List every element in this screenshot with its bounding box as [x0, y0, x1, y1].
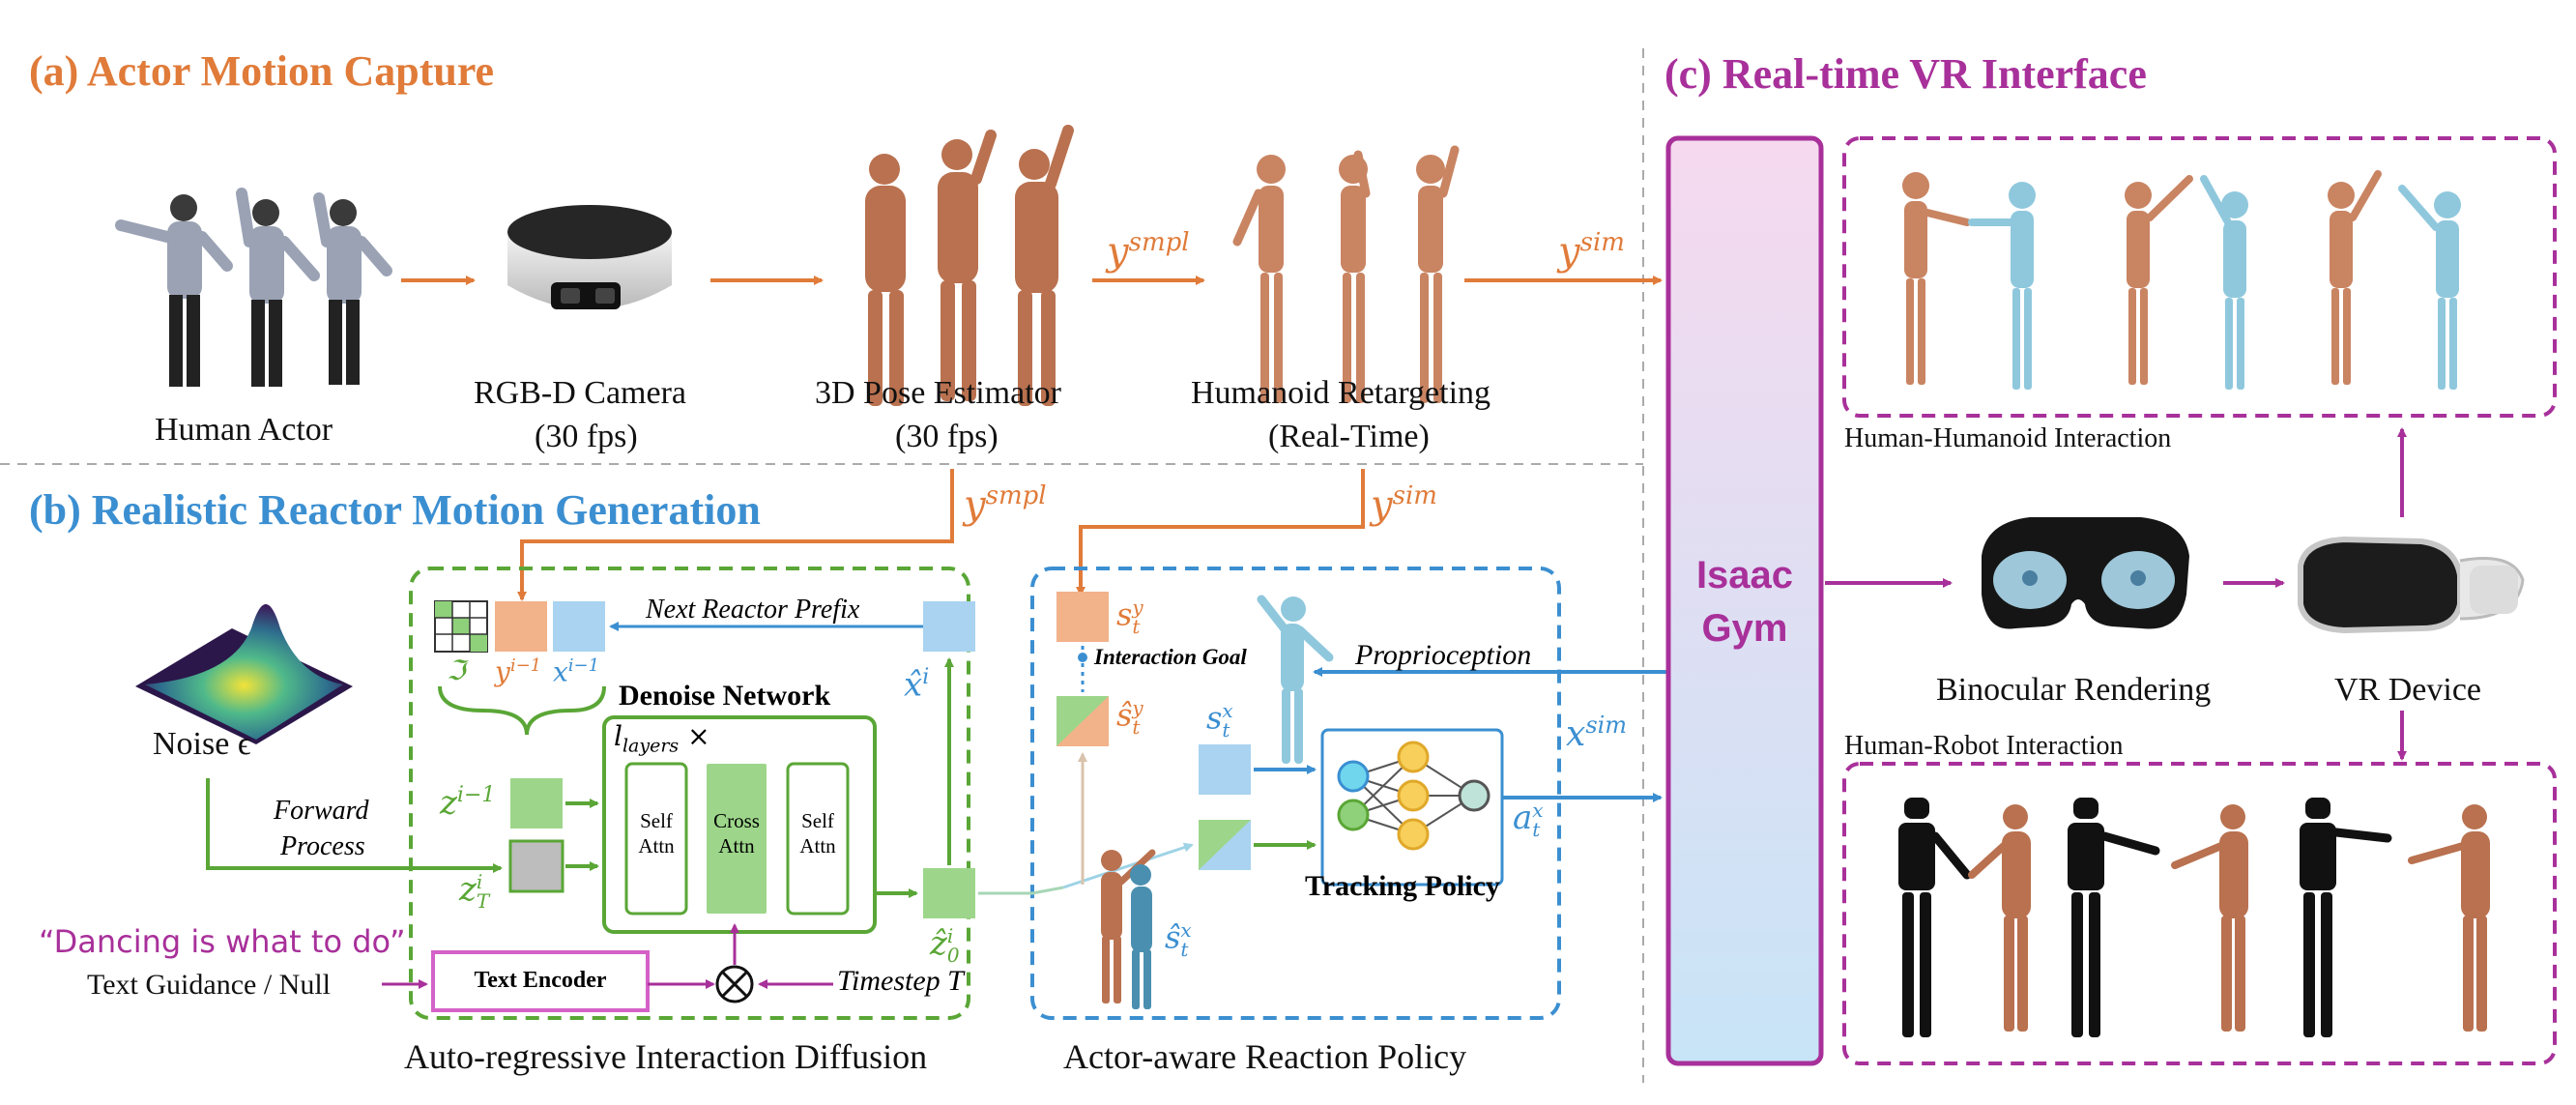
self-attn-label-1: Self Attn: [638, 809, 675, 858]
binocular-rendering-label: Binocular Rendering: [1936, 672, 2212, 708]
pose-estimator-bodies: [865, 125, 1074, 406]
section-b-title: (b) Realistic Reactor Motion Generation: [29, 486, 761, 534]
vr-headset: [2298, 536, 2525, 634]
text-guidance-label: Text Guidance / Null: [87, 969, 331, 1001]
hh-interaction-figures: [1902, 170, 2461, 390]
s-y-token: [1056, 592, 1109, 642]
noise-label: Noise ϵ: [153, 726, 251, 762]
hr-interaction-box: [1842, 762, 2557, 1065]
isaac-gym-label-1: Isaac: [1695, 554, 1794, 596]
x-sim-symbol: xsim: [1566, 712, 1628, 754]
rgbd-camera-label: RGB-D Camera: [474, 375, 687, 411]
isaac-gym-label-2: Gym: [1701, 607, 1788, 650]
rgbd-fps-label: (30 fps): [535, 419, 638, 454]
forward-label-1: Forward: [274, 796, 369, 826]
x-hat-token: [923, 601, 975, 652]
pose-fps-label: (30 fps): [895, 419, 999, 454]
y-smpl-symbol-feed: ysmpl: [964, 481, 1047, 528]
retargeting-label: Humanoid Retargeting: [1191, 375, 1491, 411]
y-smpl-symbol-top: ysmpl: [1107, 228, 1190, 275]
isaac-gym-panel: [1665, 135, 1824, 1066]
human-actor-figures: [115, 188, 392, 387]
token-grid: [434, 600, 488, 653]
section-c-title: (c) Real-time VR Interface: [1664, 50, 2147, 98]
pose-estimator-label: 3D Pose Estimator: [815, 375, 1061, 411]
interaction-goal-label: Interaction Goal: [1094, 645, 1247, 669]
noise-distribution: [135, 604, 353, 744]
hr-interaction-figures: [1898, 798, 2490, 1037]
reactor-humanoid: [1257, 595, 1334, 764]
policy-module-box: [1030, 567, 1561, 1020]
input-node-1: [1337, 760, 1370, 793]
layers-label: llayers ×: [614, 720, 710, 757]
hidden-node-2: [1397, 779, 1430, 812]
self-attn-label-2: Self Attn: [799, 809, 836, 858]
x-prev-token: [553, 601, 605, 652]
y-prev-token: [495, 601, 547, 652]
text-quote: “Dancing is what to do”: [39, 923, 406, 960]
y-prev-symbol: yi−1: [495, 655, 542, 688]
diffusion-module-box: [409, 567, 970, 1020]
z-t-token: [508, 839, 564, 893]
z0-token: [923, 868, 975, 918]
tracking-policy-label: Tracking Policy: [1305, 870, 1500, 902]
self-attn-block-1: [624, 762, 688, 916]
retargeting-mode-label: (Real-Time): [1268, 419, 1430, 454]
rgbd-camera-image: [507, 205, 672, 309]
text-encoder-box: [431, 950, 650, 1012]
x-hat-symbol: x̂i: [904, 665, 930, 705]
self-attn-block-2: [786, 762, 850, 916]
next-reactor-prefix-label: Next Reactor Prefix: [646, 595, 860, 625]
z-prev-symbol: zi−1: [440, 783, 496, 823]
script-i-symbol: ℑ: [447, 654, 466, 686]
human-actor-label: Human Actor: [155, 412, 333, 448]
denoise-network-box: [602, 715, 877, 934]
hidden-node-3: [1397, 818, 1430, 851]
x-prev-symbol: xi−1: [553, 655, 600, 688]
output-node: [1458, 779, 1491, 812]
s-hat-y-token: [1056, 696, 1109, 746]
text-encoder-label: Text Encoder: [474, 968, 607, 993]
timestep-label: Timestep T: [837, 965, 964, 997]
hh-interaction-label: Human-Humanoid Interaction: [1844, 423, 2172, 453]
y-sim-symbol-top: ysim: [1558, 228, 1625, 275]
binocular-goggles: [1982, 517, 2189, 629]
token-brace: [438, 685, 606, 736]
section-a-title: (a) Actor Motion Capture: [29, 47, 495, 95]
y-sim-symbol-feed: ysim: [1371, 481, 1437, 528]
tracking-policy-box: [1320, 728, 1504, 887]
diffusion-caption: Auto-regressive Interaction Diffusion: [404, 1037, 928, 1076]
z-prev-token: [510, 778, 563, 829]
proprioception-label: Proprioception: [1355, 639, 1532, 671]
s-x-token: [1199, 744, 1251, 795]
actor-and-reactor-figure: [1101, 849, 1156, 1009]
hr-interaction-label: Human-Robot Interaction: [1844, 731, 2124, 761]
cross-attn-label: Cross Attn: [713, 809, 760, 858]
retargeted-humanoids: [1232, 145, 1460, 403]
hh-interaction-box: [1842, 136, 2557, 418]
forward-label-2: Process: [280, 831, 365, 861]
denoise-network-title: Denoise Network: [619, 680, 831, 712]
policy-caption: Actor-aware Reaction Policy: [1063, 1037, 1467, 1076]
hidden-node-1: [1397, 741, 1430, 773]
cross-attn-block: [707, 764, 767, 914]
s-hat-x-token: [1199, 820, 1251, 870]
vr-device-label: VR Device: [2334, 672, 2482, 708]
input-node-2: [1337, 799, 1370, 831]
